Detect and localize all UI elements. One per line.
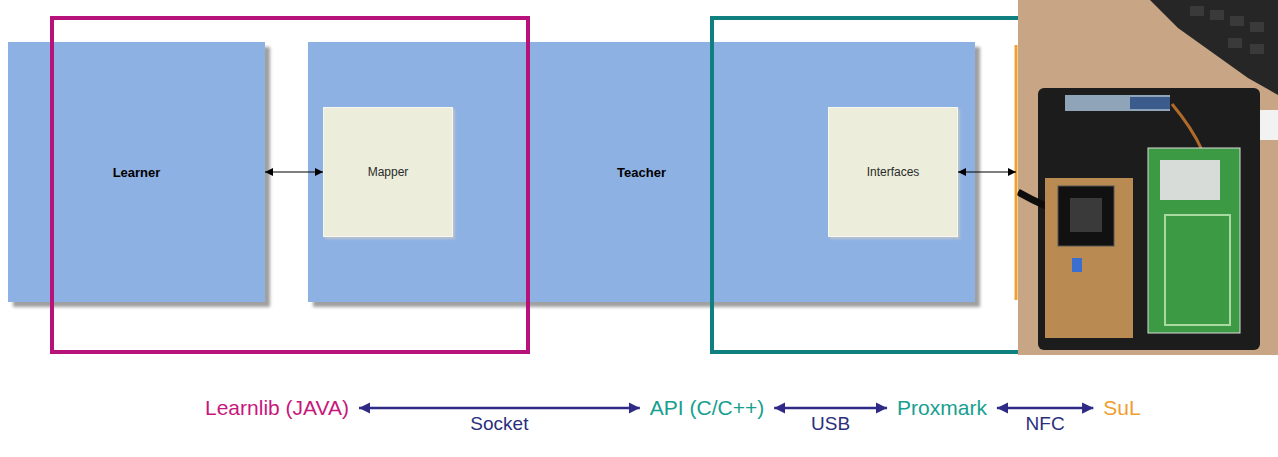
- sul-bracket: [1015, 45, 1018, 300]
- keyboard-keys: [1190, 6, 1264, 54]
- component-name: Learnlib (JAVA): [205, 395, 349, 421]
- socket-cavity: [1070, 198, 1102, 232]
- key: [1190, 6, 1204, 16]
- link-label: USB: [811, 413, 850, 435]
- usb-module: [1130, 97, 1170, 109]
- interface-arrow: [359, 407, 640, 410]
- keyboard: [1150, 0, 1278, 95]
- key: [1230, 16, 1244, 26]
- learnlib-bracket: [52, 18, 528, 352]
- key: [1210, 10, 1224, 20]
- desk-surface: [1018, 0, 1278, 355]
- hardware-link: [958, 172, 1016, 173]
- tech-label: Learnlib (JAVA): [195, 395, 359, 421]
- interface-arrow: [997, 407, 1093, 410]
- component-name: Proxmark: [897, 395, 987, 421]
- reference-board: [1038, 88, 1260, 350]
- interface-arrow: [774, 407, 887, 410]
- connector-arrow: [265, 172, 323, 173]
- box-title: Learner: [113, 165, 161, 180]
- tech-label: API (C/C++): [640, 395, 774, 421]
- dip-switch: [1072, 258, 1082, 272]
- box-title: Interfaces: [867, 165, 920, 179]
- api-bracket: [712, 18, 1018, 352]
- box-title: Teacher: [617, 165, 666, 180]
- link-label: NFC: [1026, 413, 1065, 435]
- cable: [1018, 192, 1046, 206]
- component-name: API (C/C++): [650, 395, 764, 421]
- tech-label: Proxmark: [887, 395, 997, 421]
- link-label: Socket: [470, 413, 528, 435]
- nfc-pcb: [1148, 148, 1240, 333]
- key: [1250, 22, 1264, 32]
- module-box: Mapper: [323, 107, 453, 237]
- box-title: Mapper: [368, 165, 409, 179]
- process-box: Teacher Mapper Interfaces: [308, 42, 975, 302]
- process-box: Learner: [8, 42, 265, 302]
- chip-socket: [1058, 186, 1114, 246]
- component-name: SuL: [1103, 395, 1140, 421]
- wire: [1172, 104, 1202, 150]
- nfc-module: [1160, 160, 1220, 200]
- display-strip: [1065, 95, 1170, 111]
- paper-note: [1238, 110, 1278, 140]
- tech-label: SuL: [1093, 395, 1150, 421]
- socket-pcb: [1045, 178, 1133, 338]
- key: [1250, 44, 1264, 54]
- module-box: Interfaces: [828, 107, 958, 237]
- key: [1228, 38, 1242, 48]
- antenna-trace: [1165, 215, 1230, 325]
